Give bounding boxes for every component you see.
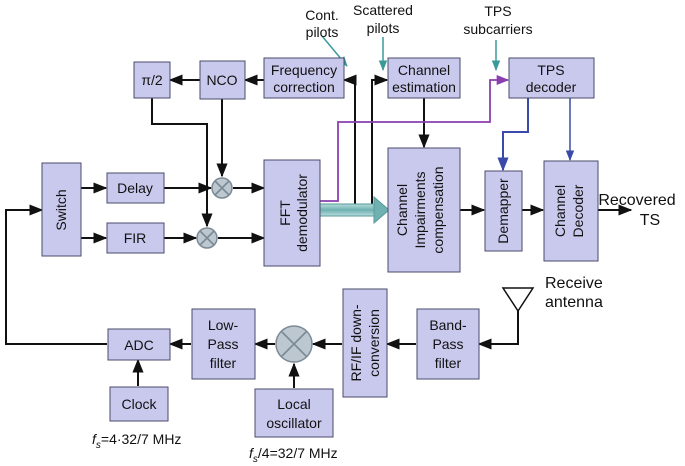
fft-output-arrow	[319, 195, 390, 225]
channel-decoder-box	[543, 160, 599, 262]
channel-compensation-line1: Channel	[394, 184, 410, 236]
recovered-ts-line2: TS	[640, 212, 660, 229]
clock-box	[109, 386, 169, 422]
local-oscillator-line1: Local	[277, 396, 310, 412]
adc-box	[107, 328, 171, 361]
tps-decoder-box	[508, 57, 595, 99]
block-channel-decoder: Channel Decoder	[543, 160, 599, 262]
band-pass-line1: Band-	[429, 317, 467, 333]
band-pass-filter-box	[416, 308, 480, 380]
block-frequency-correction: Frequency correction	[263, 57, 345, 99]
fft-line2: demodulator	[294, 174, 310, 252]
block-delay: Delay	[106, 172, 165, 204]
nco-box	[199, 60, 246, 100]
low-pass-line1: Low-	[208, 317, 239, 333]
block-nco: NCO	[199, 60, 246, 100]
pi2-label: π/2	[141, 72, 163, 88]
cont-pilots-line2: pilots	[306, 24, 339, 40]
switch-label: Switch	[53, 189, 69, 230]
frequency-correction-box	[263, 57, 345, 99]
block-local-oscillator: Local oscillator	[254, 388, 334, 438]
band-pass-line3: filter	[435, 355, 462, 371]
block-demapper: Demapper	[484, 170, 523, 252]
fft-line1: FFT	[277, 200, 293, 226]
mixer-fir-path	[196, 227, 218, 249]
block-fir: FIR	[106, 222, 165, 254]
sampling-frequency-label: fs=4·32/7 MHz	[92, 431, 181, 451]
channel-decoder-line1: Channel	[552, 185, 568, 237]
cont-pilots-line1: Cont.	[305, 7, 338, 23]
block-channel-compensation: Channel Impairments compensation	[387, 147, 461, 273]
block-band-pass-filter: Band- Pass filter	[416, 308, 480, 380]
tps-decoder-line1: TPS	[537, 62, 564, 78]
local-oscillator-box	[254, 388, 334, 438]
rf-if-line1: RF/IF down-	[348, 304, 364, 381]
delay-label: Delay	[117, 180, 153, 196]
tps-decoder-line2: decoder	[526, 79, 577, 95]
mixer2-cross-icon	[199, 230, 215, 246]
frequency-correction-line1: Frequency	[271, 62, 337, 78]
fir-box	[106, 222, 165, 254]
mixer-delay-path	[211, 177, 233, 199]
nco-label: NCO	[206, 72, 237, 88]
adc-label: ADC	[124, 337, 154, 353]
block-adc: ADC	[107, 328, 171, 361]
lo-frequency-label: fs/4=32/7 MHz	[249, 445, 338, 465]
channel-decoder-line2: Decoder	[570, 184, 586, 237]
mixer-downconversion	[275, 325, 313, 363]
channel-compensation-line3: compensation	[430, 166, 446, 253]
tps-subcarriers-line1: TPS	[484, 3, 511, 19]
low-pass-line3: filter	[210, 355, 237, 371]
switch-box	[41, 162, 82, 257]
channel-estimation-box	[387, 57, 461, 99]
tps-to-demapper-line	[497, 98, 529, 172]
low-pass-filter-box	[191, 308, 256, 380]
block-low-pass-filter: Low- Pass filter	[191, 308, 256, 380]
receive-antenna-line1: Receive	[545, 275, 603, 292]
recovered-ts-line1: Recovered	[598, 192, 675, 209]
rf-if-box	[342, 288, 388, 398]
block-pi2: π/2	[133, 61, 171, 99]
tps-subcarriers-line2: subcarriers	[463, 21, 532, 37]
fir-label: FIR	[124, 230, 147, 246]
block-rf-if-downconversion: RF/IF down- conversion	[342, 288, 388, 398]
antenna-icon	[501, 287, 535, 313]
frequency-correction-line2: correction	[273, 79, 334, 95]
low-pass-line2: Pass	[207, 336, 238, 352]
tps-subcarrier-line	[320, 74, 510, 202]
block-switch: Switch	[41, 162, 82, 257]
wire-fft-chanest	[371, 74, 389, 210]
channel-compensation-box	[387, 147, 461, 273]
wire-adc-switch	[5, 204, 107, 345]
receive-antenna-line2: antenna	[545, 294, 603, 311]
block-tps-decoder: TPS decoder	[508, 57, 595, 99]
clock-label: Clock	[121, 396, 157, 412]
block-clock: Clock	[109, 386, 169, 422]
band-pass-line2: Pass	[432, 336, 463, 352]
wire-antenna-bpf	[477, 310, 519, 350]
channel-estimation-line1: Channel	[398, 62, 450, 78]
wire-fft-freqcorr	[342, 74, 357, 210]
channel-compensation-line2: Impairments	[412, 171, 428, 248]
scattered-pilots-line1: Scattered	[353, 2, 413, 18]
channel-estimation-line2: estimation	[392, 79, 456, 95]
rf-if-line2: conversion	[366, 309, 382, 377]
mixer1-cross-icon	[214, 180, 230, 196]
delay-box	[106, 172, 165, 204]
block-fft-demodulator: FFT demodulator	[263, 159, 321, 267]
block-channel-estimation: Channel estimation	[387, 57, 461, 99]
fft-box	[263, 159, 321, 267]
mixer3-cross-icon	[280, 330, 308, 358]
scattered-pilots-line2: pilots	[367, 20, 400, 36]
demapper-label: Demapper	[495, 178, 511, 244]
local-oscillator-line2: oscillator	[266, 415, 322, 431]
wire-pi2-mixer2	[151, 98, 213, 228]
pi2-box	[133, 61, 171, 99]
demapper-box	[484, 170, 523, 252]
